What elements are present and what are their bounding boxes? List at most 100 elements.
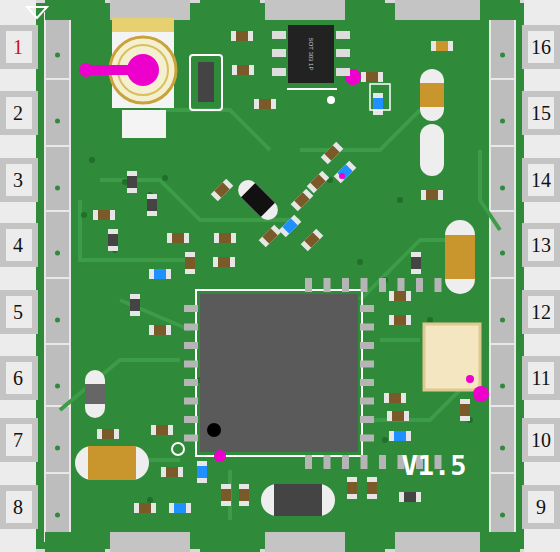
inductor [261, 484, 335, 516]
smd-part [93, 210, 115, 220]
ic-sot [288, 25, 334, 83]
edge-pad [0, 356, 38, 400]
pad-label-area [528, 31, 554, 63]
smd-part [161, 467, 183, 477]
pin-number: 16 [531, 37, 551, 57]
smd-part [130, 294, 140, 316]
edge-tab [110, 532, 190, 552]
pad-via [55, 384, 60, 389]
pad-extension [490, 146, 515, 214]
marker-dot [214, 450, 226, 462]
feed-line [86, 65, 143, 75]
pad-via [500, 446, 505, 451]
connector-foot [122, 110, 166, 138]
smd-part [167, 233, 189, 243]
smd-part [259, 225, 282, 248]
edge-band [0, 0, 36, 552]
pad-label-area [6, 97, 32, 129]
tantalum [234, 176, 282, 224]
pad-extension [45, 406, 70, 474]
ic-marking-line [287, 88, 337, 90]
edge-pad [522, 158, 560, 202]
edge-pad [522, 290, 560, 334]
pad-via [500, 513, 505, 518]
edge-pad [522, 418, 560, 462]
pad-via [500, 119, 505, 124]
pad-extension [45, 278, 70, 346]
edge-band [524, 0, 560, 552]
pad-label-area [6, 296, 32, 328]
tab-gap [200, 532, 260, 552]
pin-number: 14 [531, 170, 551, 190]
tab-gap [345, 532, 385, 552]
smd-part [97, 429, 119, 439]
edge-pad [522, 91, 560, 135]
edge-pad [0, 418, 38, 462]
pad-via [55, 318, 60, 323]
edge-pad [522, 25, 560, 69]
pin-number: 6 [13, 368, 23, 388]
ic-lead [272, 31, 286, 39]
edge-pad [522, 223, 560, 267]
smd-part [231, 31, 253, 41]
pin-number: 8 [13, 497, 23, 517]
marker-dot [339, 173, 345, 179]
pad-label-area [528, 362, 554, 394]
pad-extension [490, 79, 515, 147]
pin-number: 9 [536, 497, 546, 517]
trace-group [60, 110, 500, 520]
smd-part [431, 41, 453, 51]
pad-via [500, 251, 505, 256]
edge-tab [395, 532, 480, 552]
smd-part [134, 503, 156, 513]
pin-number: 7 [13, 430, 23, 450]
ic-lead [336, 68, 350, 76]
edge-pad [522, 356, 560, 400]
smd-part [232, 65, 254, 75]
smd-part [387, 411, 409, 421]
pad-label-area [6, 164, 32, 196]
crystal [424, 324, 480, 390]
smd-part [108, 229, 118, 251]
marker-dot [473, 386, 489, 402]
capacitor [445, 220, 475, 294]
qfn-pads [184, 278, 442, 469]
pad-label-area [6, 229, 32, 261]
diode [198, 62, 214, 102]
pad-extension [45, 473, 70, 541]
smd-part [389, 291, 411, 301]
tab-gap [480, 532, 520, 552]
smd-part [347, 477, 357, 499]
tab-gap [45, 532, 105, 552]
pin-number: 5 [13, 302, 23, 322]
pad-extension [45, 146, 70, 214]
smd-part [185, 252, 195, 274]
pad-extension [490, 344, 515, 412]
ic-lead [336, 49, 350, 57]
smd-part [361, 72, 383, 82]
ic-lead [272, 68, 286, 76]
edge-pad [0, 158, 38, 202]
pad-label-area [528, 229, 554, 261]
capacitor [75, 446, 149, 480]
smd-part [334, 161, 357, 184]
capacitor [420, 124, 444, 176]
orientation-mark [27, 7, 47, 18]
pad-extension [45, 211, 70, 279]
pin-dot [327, 96, 335, 104]
tab-gap [45, 0, 105, 20]
smd-part [279, 215, 302, 238]
pad-extension [45, 344, 70, 412]
edge-pad [522, 485, 560, 529]
smd-part [211, 179, 234, 202]
pin-number: 1 [13, 37, 23, 57]
edge-tab [395, 0, 480, 20]
smd-part [149, 269, 171, 279]
pad-extension [45, 13, 70, 81]
smd-part [291, 189, 314, 212]
tab-gap [345, 0, 385, 20]
pad-via [55, 446, 60, 451]
smd-part [399, 492, 421, 502]
